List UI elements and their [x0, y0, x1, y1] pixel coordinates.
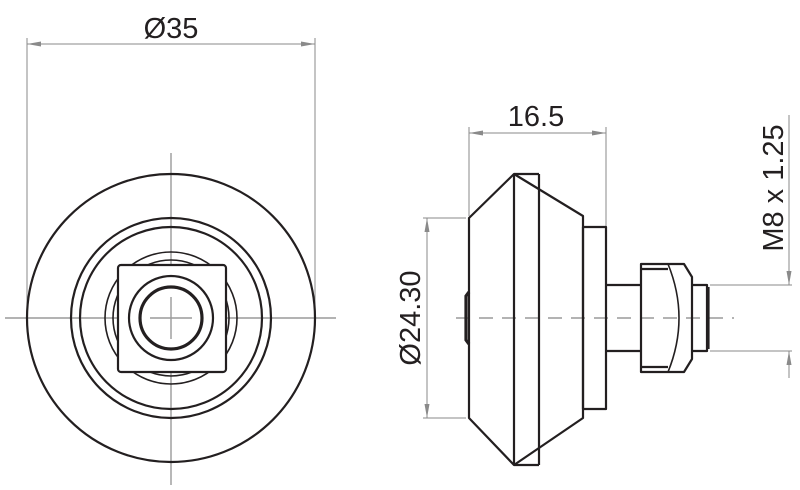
groove-diameter-label: Ø24.30 [395, 270, 427, 365]
outer-diameter-dimension: Ø35 [26, 13, 316, 318]
threaded-stud [692, 283, 710, 353]
hex-nut [639, 262, 694, 374]
bore-circle [138, 285, 204, 351]
front-cap [464, 291, 471, 345]
hub-collar-inner [112, 259, 230, 377]
hub [581, 225, 608, 411]
front-view: Ø35 [5, 13, 336, 485]
side-view: 16.5 Ø24.30 M8 x 1.25 [395, 101, 792, 467]
groove-ring-outer [69, 216, 273, 420]
front-inner-crosshair [150, 297, 192, 339]
width-label: 16.5 [508, 101, 564, 133]
wheel-profile [467, 172, 585, 467]
width-dimension: 16.5 [468, 101, 607, 226]
hub-collar-outer [104, 251, 238, 385]
groove-diameter-dimension: Ø24.30 [395, 217, 466, 419]
thread-label: M8 x 1.25 [758, 124, 790, 251]
groove-ring-inner [78, 225, 264, 411]
thread-dimension: M8 x 1.25 [710, 115, 792, 378]
washer-circle [127, 274, 215, 362]
outer-diameter-label: Ø35 [144, 13, 199, 45]
wheel-outer-rim [25, 172, 317, 464]
